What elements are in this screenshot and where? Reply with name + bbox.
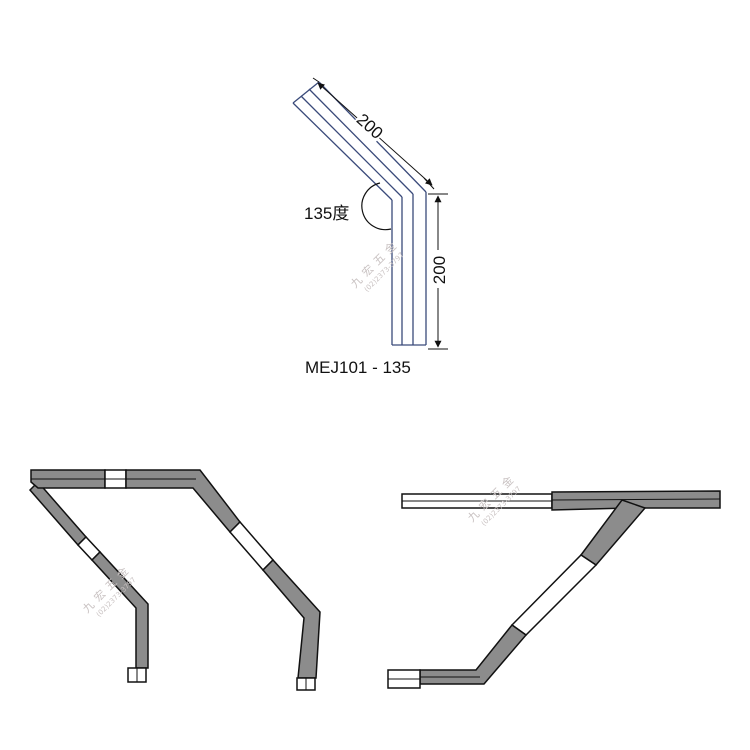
left-arm-upper bbox=[28, 480, 88, 547]
part-code-label: MEJ101 - 135 bbox=[305, 358, 411, 377]
diagonal-insulator bbox=[510, 554, 598, 636]
assembly-right bbox=[387, 490, 721, 689]
left-arm-mid bbox=[90, 550, 149, 669]
diagonal-lower-conductor bbox=[419, 623, 528, 685]
dimension-vertical-label: 200 bbox=[430, 256, 449, 284]
assembly-left bbox=[28, 469, 321, 691]
right-arm-insulator bbox=[228, 520, 275, 572]
dimension-vertical: 200 bbox=[428, 193, 449, 350]
right-arm-lower bbox=[261, 558, 321, 679]
watermark-top: 九宏五金 (02)2373-3797 bbox=[347, 235, 405, 293]
angle-label: 135度 bbox=[304, 204, 349, 223]
diagonal-segment bbox=[292, 81, 427, 201]
elbow-drawing: 200 200 135度 MEJ101 - 135 bbox=[292, 77, 449, 377]
vertical-segment bbox=[391, 192, 427, 346]
dimension-diagonal: 200 bbox=[312, 77, 435, 190]
angle-arc bbox=[361, 182, 392, 231]
diagonal-upper-conductor bbox=[579, 499, 647, 566]
